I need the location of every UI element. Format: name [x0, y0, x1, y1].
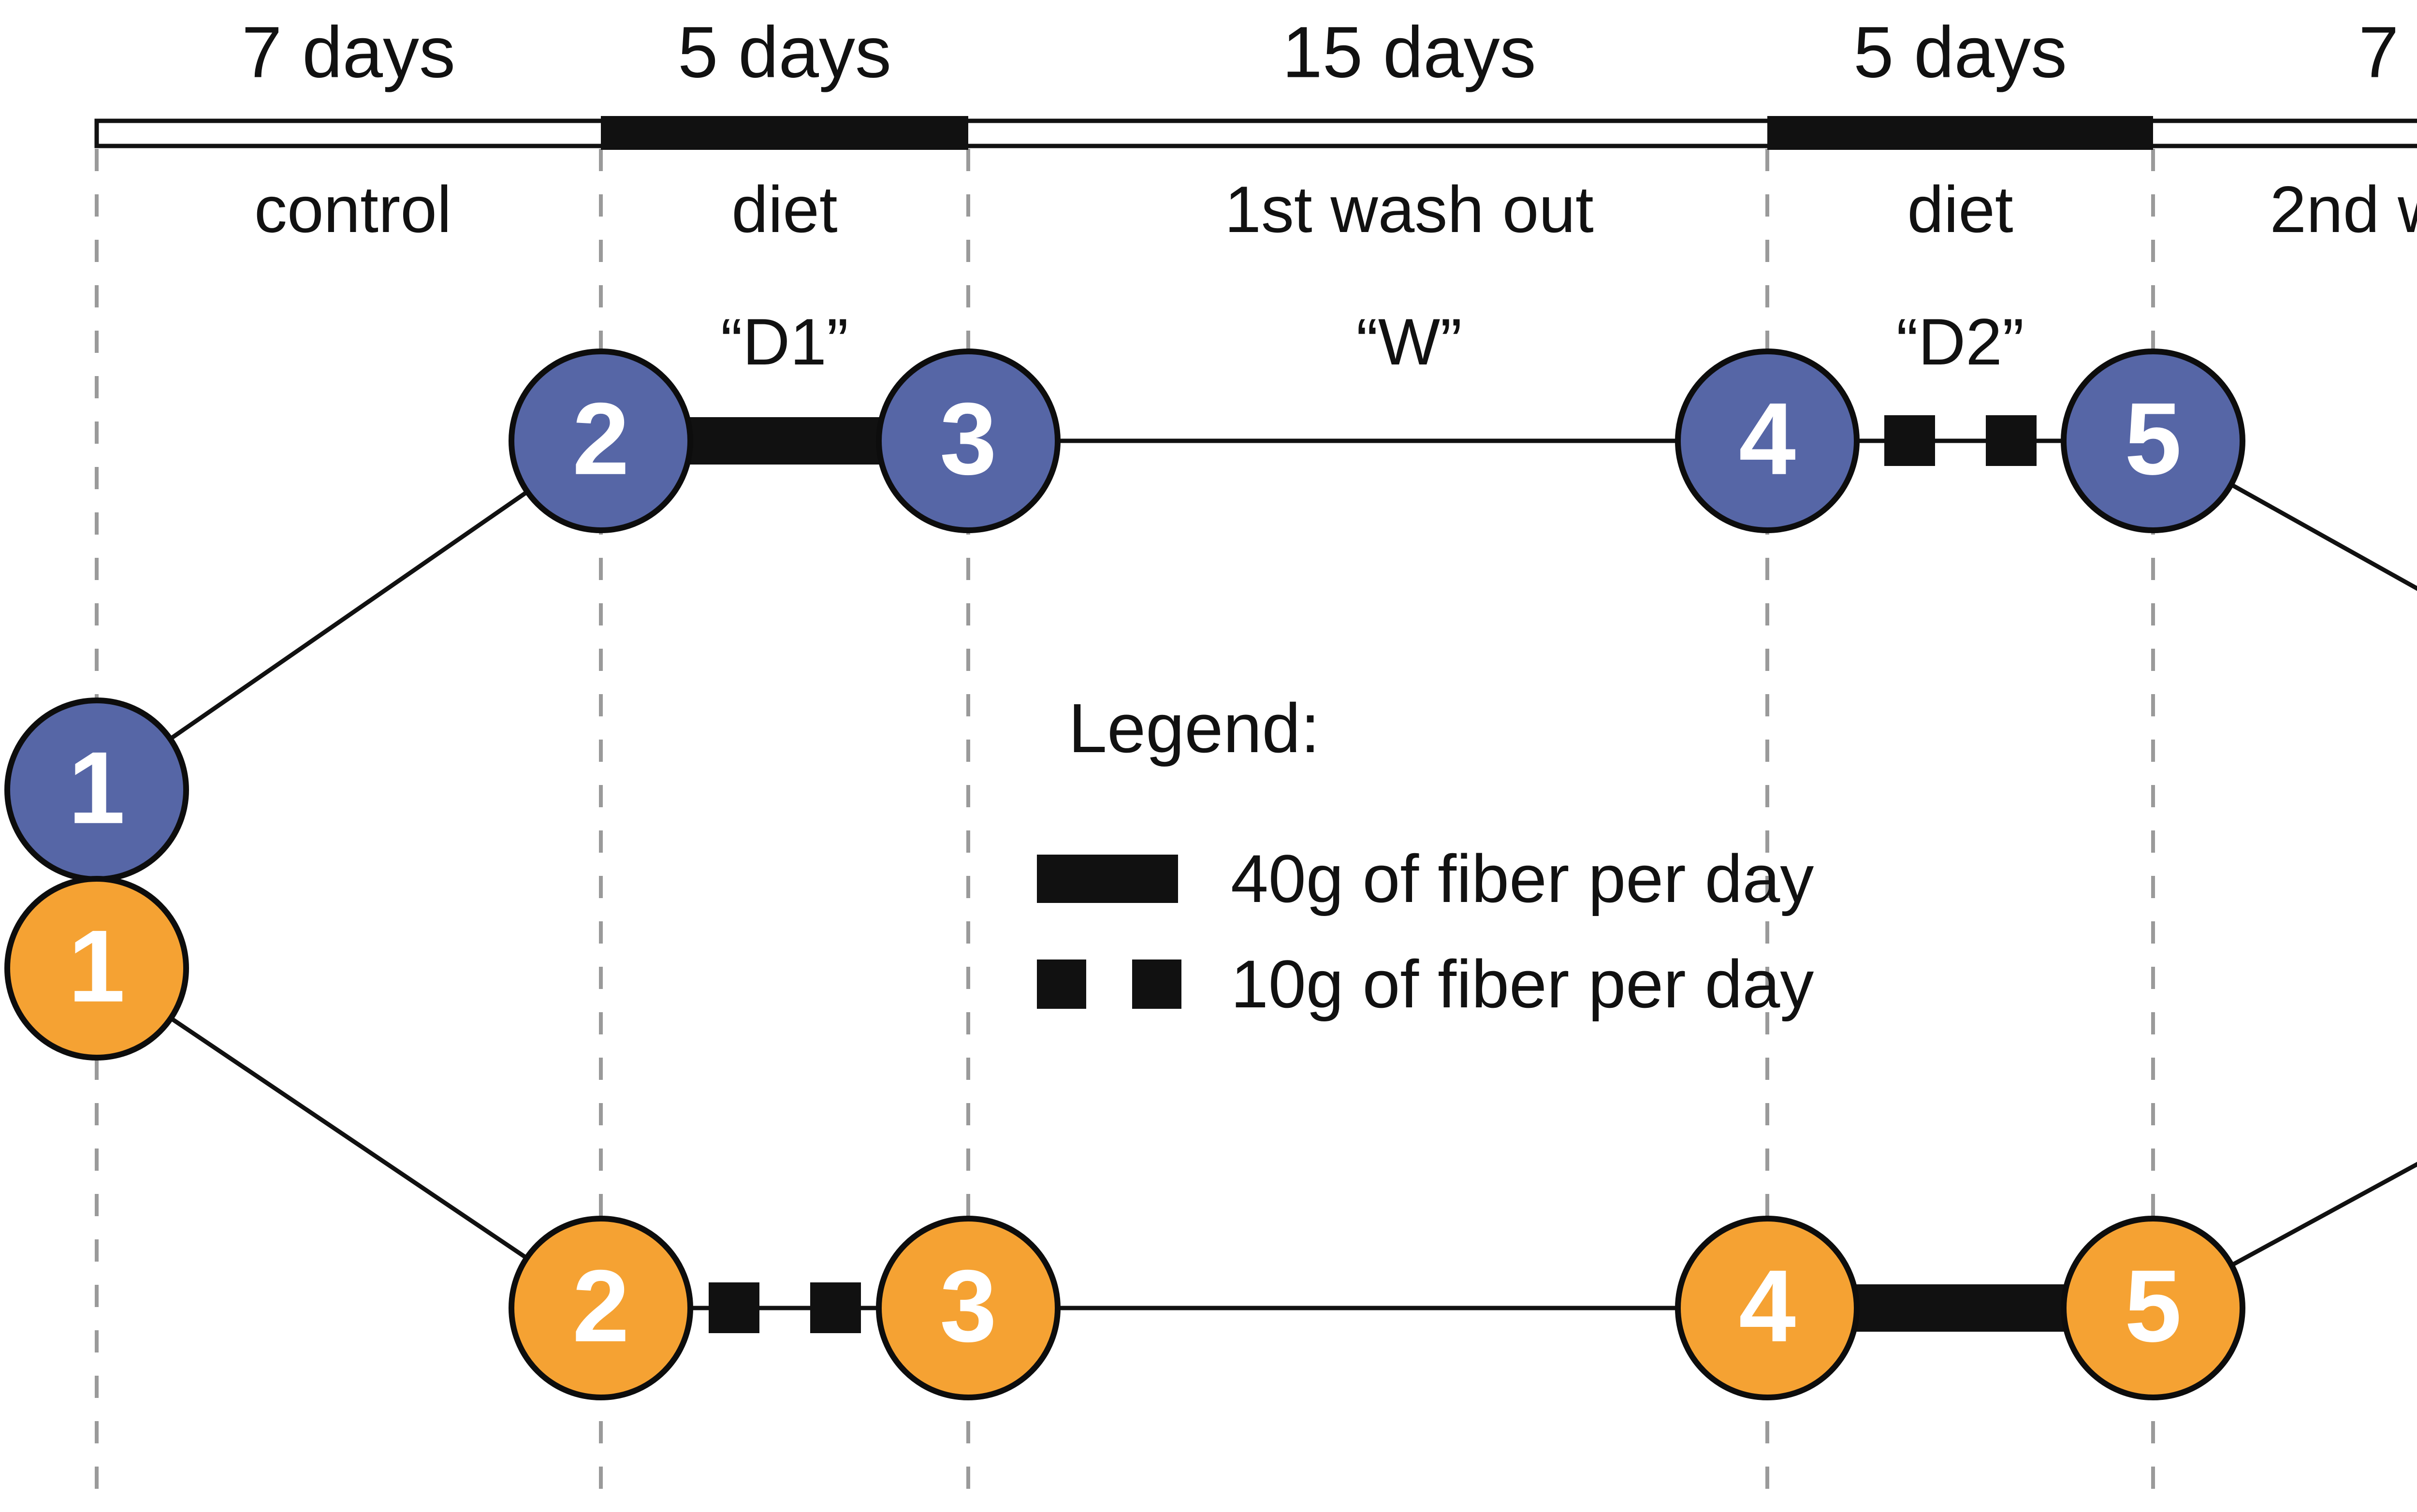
connector-orange-5-6	[2152, 1162, 2417, 1310]
duration-label-3: 15 days	[1282, 11, 1536, 93]
connector-blue-1-2	[95, 439, 602, 792]
node-orange-2-label: 2	[572, 1248, 629, 1363]
node-blue-4-circle	[1675, 349, 1860, 533]
node-orange-3-circle	[876, 1216, 1061, 1400]
duration-label-5: 7 days	[2359, 11, 2417, 93]
fiber-10g-square-blue-2	[1986, 415, 2037, 466]
code-label-d1: “D1”	[720, 305, 849, 378]
node-blue-1-label: 1	[68, 730, 125, 845]
connector-orange-1-2	[95, 966, 602, 1310]
legend-item-10g: 10g of fiber per day	[1231, 946, 1814, 1022]
node-orange-5-label: 5	[2125, 1248, 2182, 1363]
legend-title: Legend:	[1068, 689, 1320, 767]
fiber-10g-square-blue-1	[1884, 415, 1935, 466]
phase-label-2nd-wash-out: 2nd wash out	[2270, 173, 2417, 246]
timeline-diet-segment-1-front	[601, 116, 968, 150]
node-orange-3-label: 3	[940, 1248, 997, 1363]
duration-label-4: 5 days	[1853, 11, 2067, 93]
node-blue-3-circle	[876, 349, 1061, 533]
node-orange-1-label: 1	[68, 908, 125, 1023]
code-label-w: “W”	[1356, 305, 1462, 378]
connector-blue-5-6	[2152, 439, 2417, 591]
node-blue-5-label: 5	[2125, 381, 2182, 496]
fiber-10g-square-orange-2	[810, 1282, 861, 1333]
fiber-10g-square-orange-1	[709, 1282, 759, 1333]
code-label-d2: “D2”	[1896, 305, 2024, 378]
node-orange-5-circle	[2061, 1216, 2245, 1400]
timeline-diet-segment-2-front	[1767, 116, 2153, 150]
legend-40g-swatch	[1037, 855, 1178, 903]
node-blue-3-label: 3	[940, 381, 997, 496]
node-orange-1-circle	[4, 876, 189, 1061]
phase-label-diet-2: diet	[1907, 173, 2013, 246]
node-blue-2-label: 2	[572, 381, 629, 496]
node-blue-5-circle	[2061, 349, 2245, 533]
node-orange-4-circle	[1675, 1216, 1860, 1400]
node-orange-4-label: 4	[1739, 1248, 1796, 1363]
phase-label-diet-1: diet	[731, 173, 838, 246]
duration-label-2: 5 days	[678, 11, 891, 93]
legend-10g-swatch-1	[1037, 960, 1086, 1009]
node-orange-2-circle	[509, 1216, 693, 1400]
node-blue-4-label: 4	[1739, 381, 1796, 496]
phase-label-control: control	[254, 173, 452, 246]
legend-10g-swatch-2	[1132, 960, 1181, 1009]
node-blue-2-circle	[509, 349, 693, 533]
phase-label-1st-wash-out: 1st wash out	[1224, 173, 1594, 246]
duration-label-1: 7 days	[242, 11, 455, 93]
legend-item-40g: 40g of fiber per day	[1231, 841, 1814, 916]
